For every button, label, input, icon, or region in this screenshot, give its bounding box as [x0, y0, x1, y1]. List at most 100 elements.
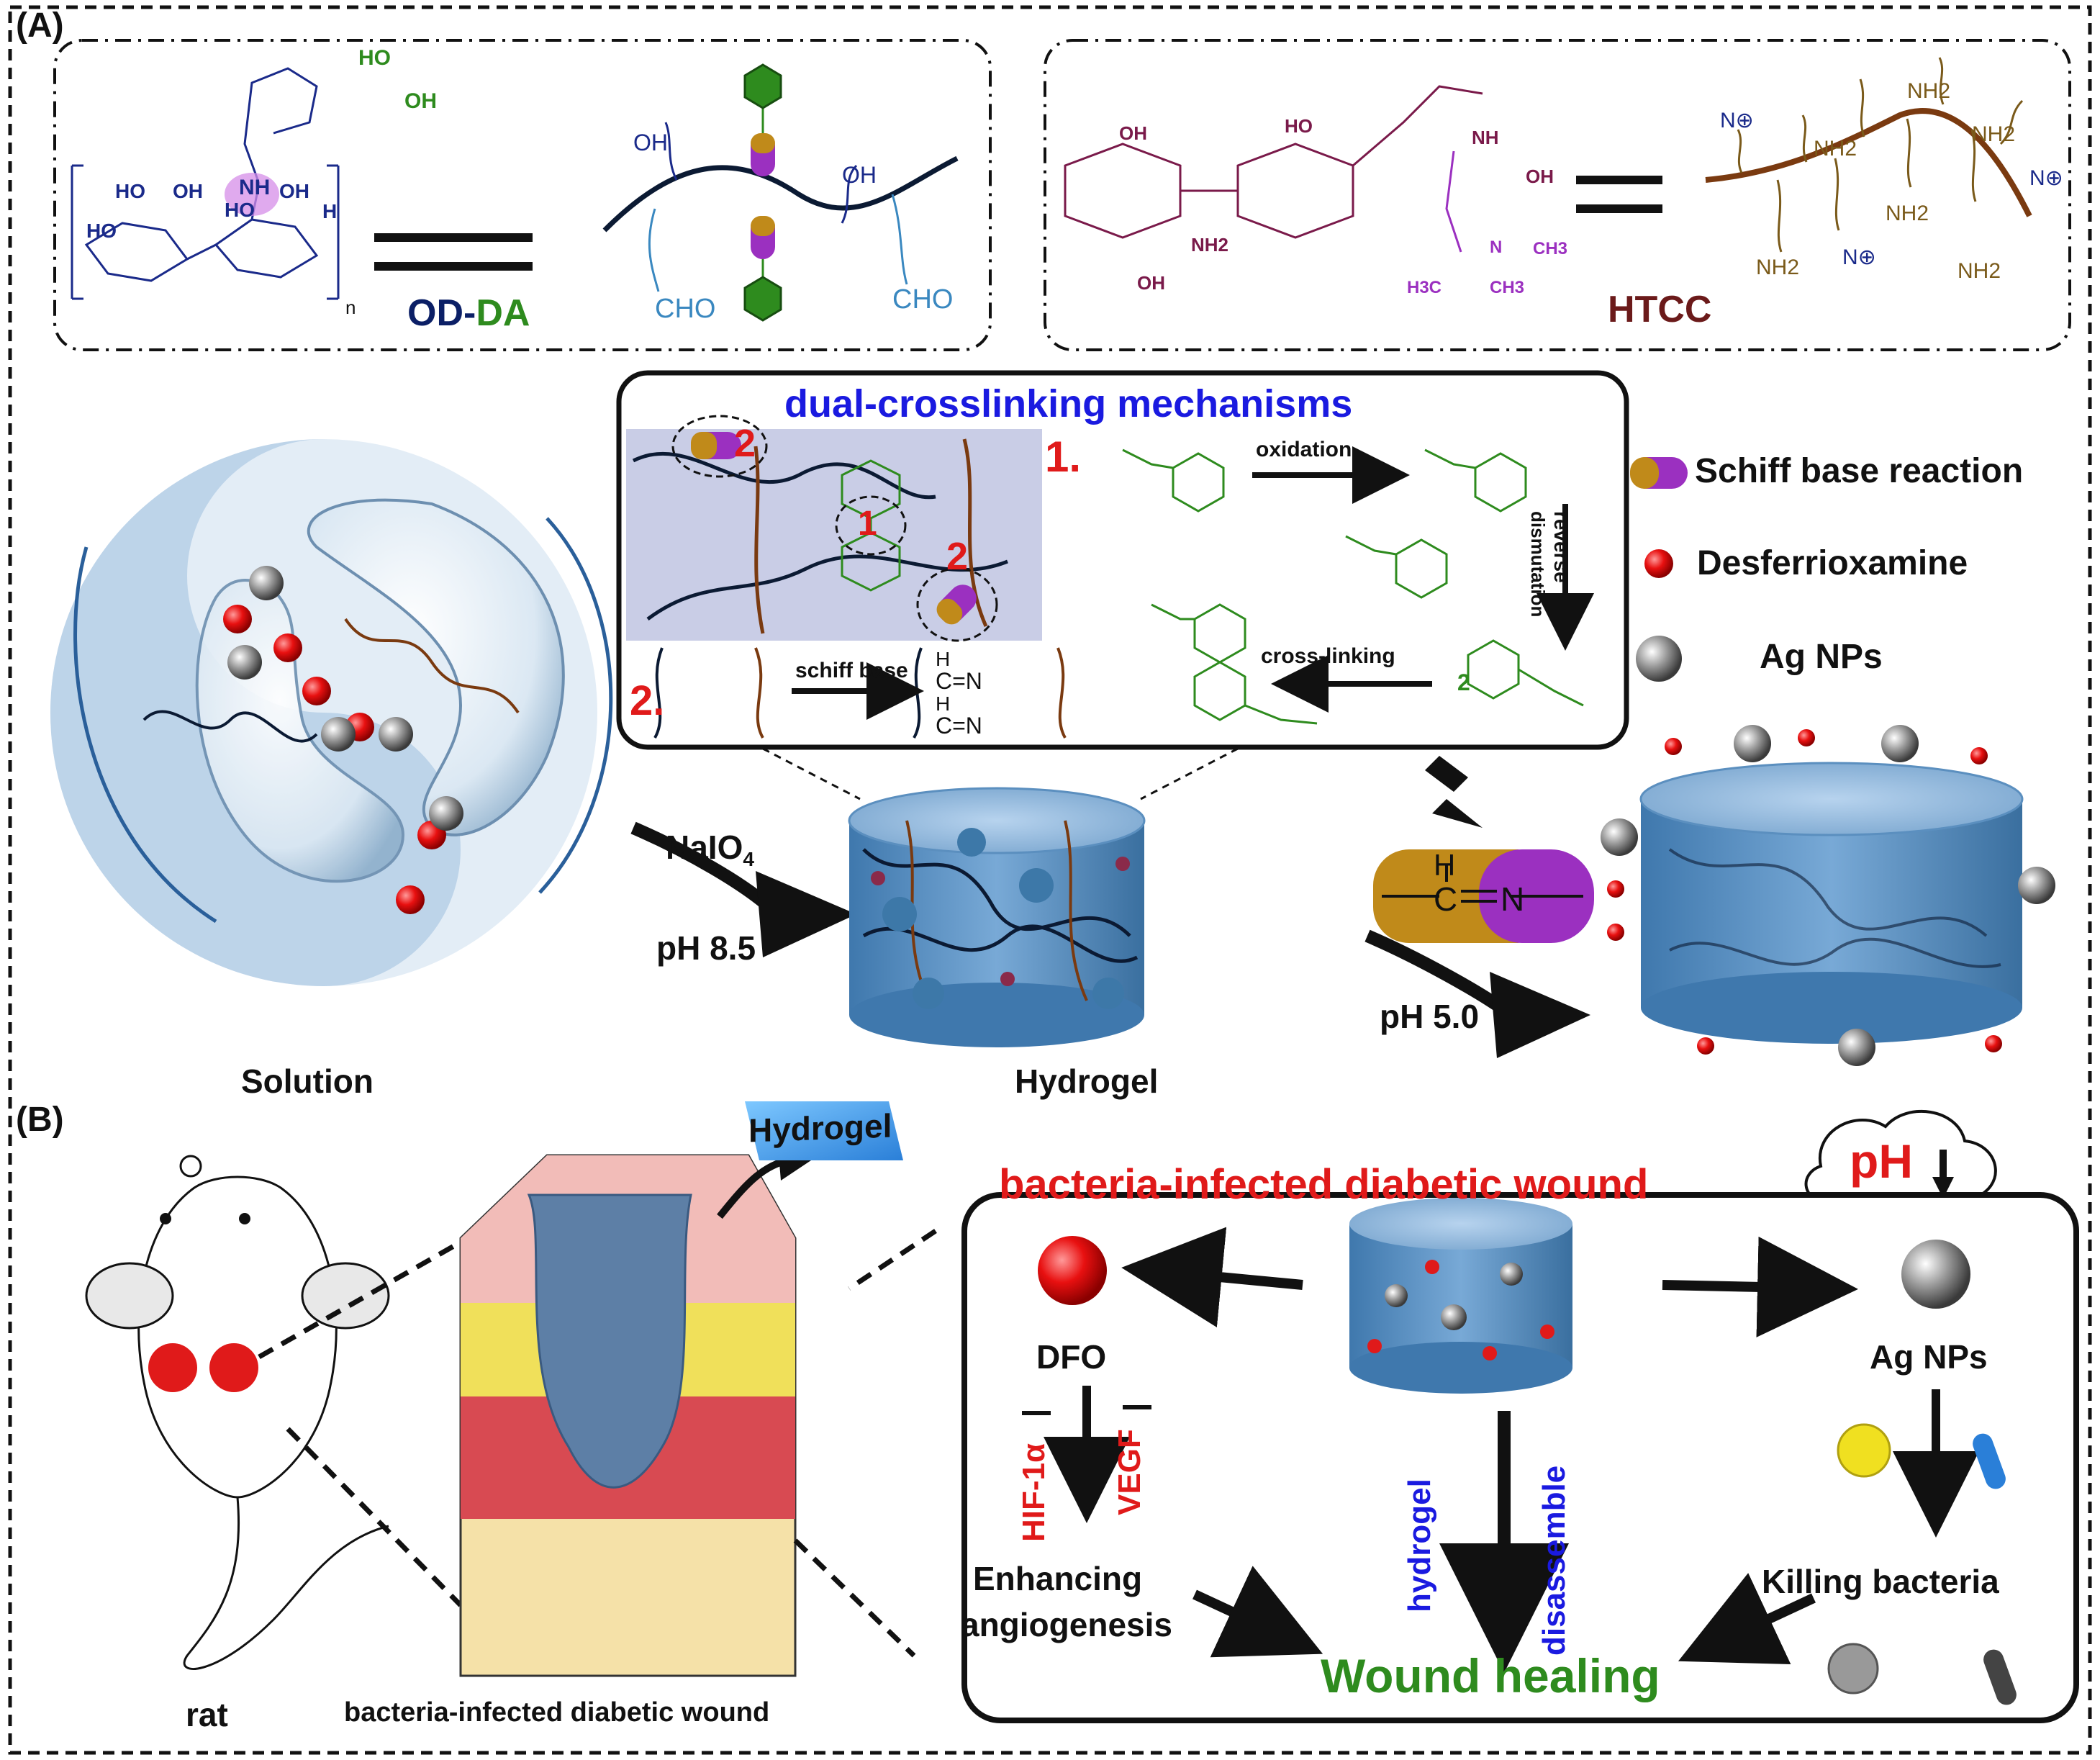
outer-frame — [8, 5, 2092, 1755]
dfo-sphere — [1038, 1236, 1107, 1305]
od-chem-ho3: HO — [225, 199, 255, 221]
htcc-chem-nh: NH — [1472, 127, 1499, 148]
htcc-chain-nh2-3: NH2 — [1972, 122, 2016, 146]
wound-healing-label: Wound healing — [1321, 1649, 1660, 1702]
od-chem-oh4: OH — [279, 180, 309, 202]
htcc-chem-ho: HO — [1285, 115, 1313, 137]
od-chain-cho1: CHO — [655, 294, 716, 324]
crosslinking-two: 2 — [1457, 669, 1470, 695]
od-da-label: OD-DA — [407, 292, 530, 334]
ph85-label: pH 8.5 — [656, 929, 756, 967]
htcc-chem-oh: OH — [1119, 122, 1147, 144]
inset-two-b: 2 — [946, 535, 969, 578]
schiff-base-label: schiff base — [795, 659, 908, 682]
hydrogel-vertical-label: hydrogel — [1402, 1479, 1437, 1612]
wound-caption: bacteria-infected diabetic wound — [344, 1697, 770, 1728]
htcc-chain-nh2-2: NH2 — [1907, 79, 1951, 103]
dfo-label: DFO — [1036, 1338, 1107, 1376]
inset-one: 1 — [858, 505, 877, 543]
htcc-chain-n1: N⊕ — [1720, 109, 1754, 132]
mech2-cn1: C=N — [936, 668, 982, 694]
dismutation-label: dismutation — [1527, 511, 1549, 618]
htcc-chain — [1705, 108, 2032, 217]
schiff-symbol-h: H — [1434, 848, 1456, 882]
mech2-h2: H — [936, 692, 951, 715]
hif-label: HIF-1α — [1016, 1443, 1051, 1542]
legend-ag-icon — [1636, 636, 1682, 682]
htcc-chem-oh2: OH — [1137, 272, 1165, 294]
small-arrows — [1022, 1405, 1151, 1415]
od-chem-ho2: HO — [86, 220, 117, 242]
htcc-chain-nh2-6: NH2 — [1958, 259, 2001, 283]
htcc-chain-nh2-5: NH2 — [1886, 202, 1929, 225]
htcc-chain-nh2-4: NH2 — [1756, 256, 1800, 279]
angiogenesis-label: angiogenesis — [961, 1606, 1172, 1643]
angio-to-heal-arrow — [1192, 1566, 1323, 1658]
hydrogel-cylinder — [848, 787, 1146, 1047]
inset-two-a: 2 — [734, 422, 756, 465]
bacteria-icon-2 — [1973, 1433, 2006, 1489]
enhancing-label: Enhancing — [973, 1560, 1143, 1597]
disassembled-cylinder — [1639, 762, 2024, 1044]
naio4-label: NaIO4 — [666, 829, 754, 871]
od-chain — [602, 155, 959, 233]
ag-nps-label: Ag NPs — [1870, 1338, 1988, 1376]
bacteria-icon-1 — [1837, 1423, 1891, 1478]
solution-yinyang — [50, 439, 613, 986]
od-chem-ho1: HO — [115, 180, 145, 202]
nh-highlight — [225, 173, 279, 216]
htcc-chem-h3c: H3C — [1407, 278, 1442, 297]
legend-dfo-label: Desferrioxamine — [1697, 544, 1968, 582]
htcc-box — [1044, 39, 2071, 351]
od-chain-oh1: OH — [633, 130, 668, 155]
mech2-cn2: C=N — [936, 713, 982, 739]
hydrogel-box — [745, 1101, 903, 1160]
mech2-number: 2. — [630, 677, 665, 724]
ph50-label: pH 5.0 — [1380, 998, 1480, 1035]
to-dfo-arrow — [1121, 1227, 1303, 1327]
hydrogel-box-label: Hydrogel — [748, 1106, 892, 1150]
mech2-h1: H — [936, 648, 951, 670]
schiff-symbol-n: N — [1501, 880, 1525, 918]
panelB-title: bacteria-infected diabetic wound — [999, 1161, 1649, 1208]
mech1-chem — [1122, 448, 1584, 725]
htcc-chem-n: N — [1490, 238, 1503, 257]
panelB-cylinder — [1349, 1198, 1572, 1394]
mech1-number: 1. — [1045, 433, 1082, 481]
schiff-symbol-c: C — [1434, 880, 1458, 918]
od-chem-h: H — [322, 200, 338, 222]
to-ag-arrow — [1662, 1236, 1858, 1337]
reverse-label: reverse — [1550, 511, 1572, 583]
rat-zoom-lines — [258, 1235, 469, 1607]
dead-bacteria-icon-1 — [1827, 1643, 1879, 1694]
wound-zoom-lines — [793, 1229, 937, 1658]
panel-a-letter: (A) — [16, 6, 64, 45]
lightning-icon — [1425, 756, 1483, 828]
ph-cloud-label: pH — [1850, 1134, 1913, 1188]
solution-particles — [223, 566, 463, 914]
od-chem-oh1: HO — [358, 46, 391, 70]
htcc-chain-n2: N⊕ — [2029, 166, 2063, 190]
rat-drawing — [85, 1155, 390, 1670]
htcc-chem-oh3: OH — [1526, 166, 1554, 187]
equals-htcc — [1576, 176, 1662, 213]
od-da-box — [53, 39, 992, 351]
wound-left — [148, 1343, 197, 1392]
od-chem-oh3: OH — [173, 180, 203, 202]
legend-dfo-icon — [1644, 549, 1673, 578]
od-chem-oh2: OH — [404, 89, 437, 113]
dead-bacteria-icon-2 — [1983, 1649, 2017, 1705]
inset-network — [632, 438, 1008, 634]
htcc-label: HTCC — [1608, 289, 1712, 330]
od-chem-nh: NH — [239, 176, 271, 199]
htcc-chain-nh2-1: NH2 — [1814, 137, 1857, 161]
kill-to-heal-arrow — [1678, 1573, 1816, 1664]
od-chain-oh2: OH — [842, 162, 877, 188]
htcc-chem-nh2: NH2 — [1191, 234, 1229, 256]
hydrogel-label: Hydrogel — [1015, 1062, 1159, 1100]
zoom-lines — [762, 747, 1239, 800]
killing-bacteria-label: Killing bacteria — [1762, 1563, 1999, 1600]
wound-section — [459, 1154, 797, 1677]
